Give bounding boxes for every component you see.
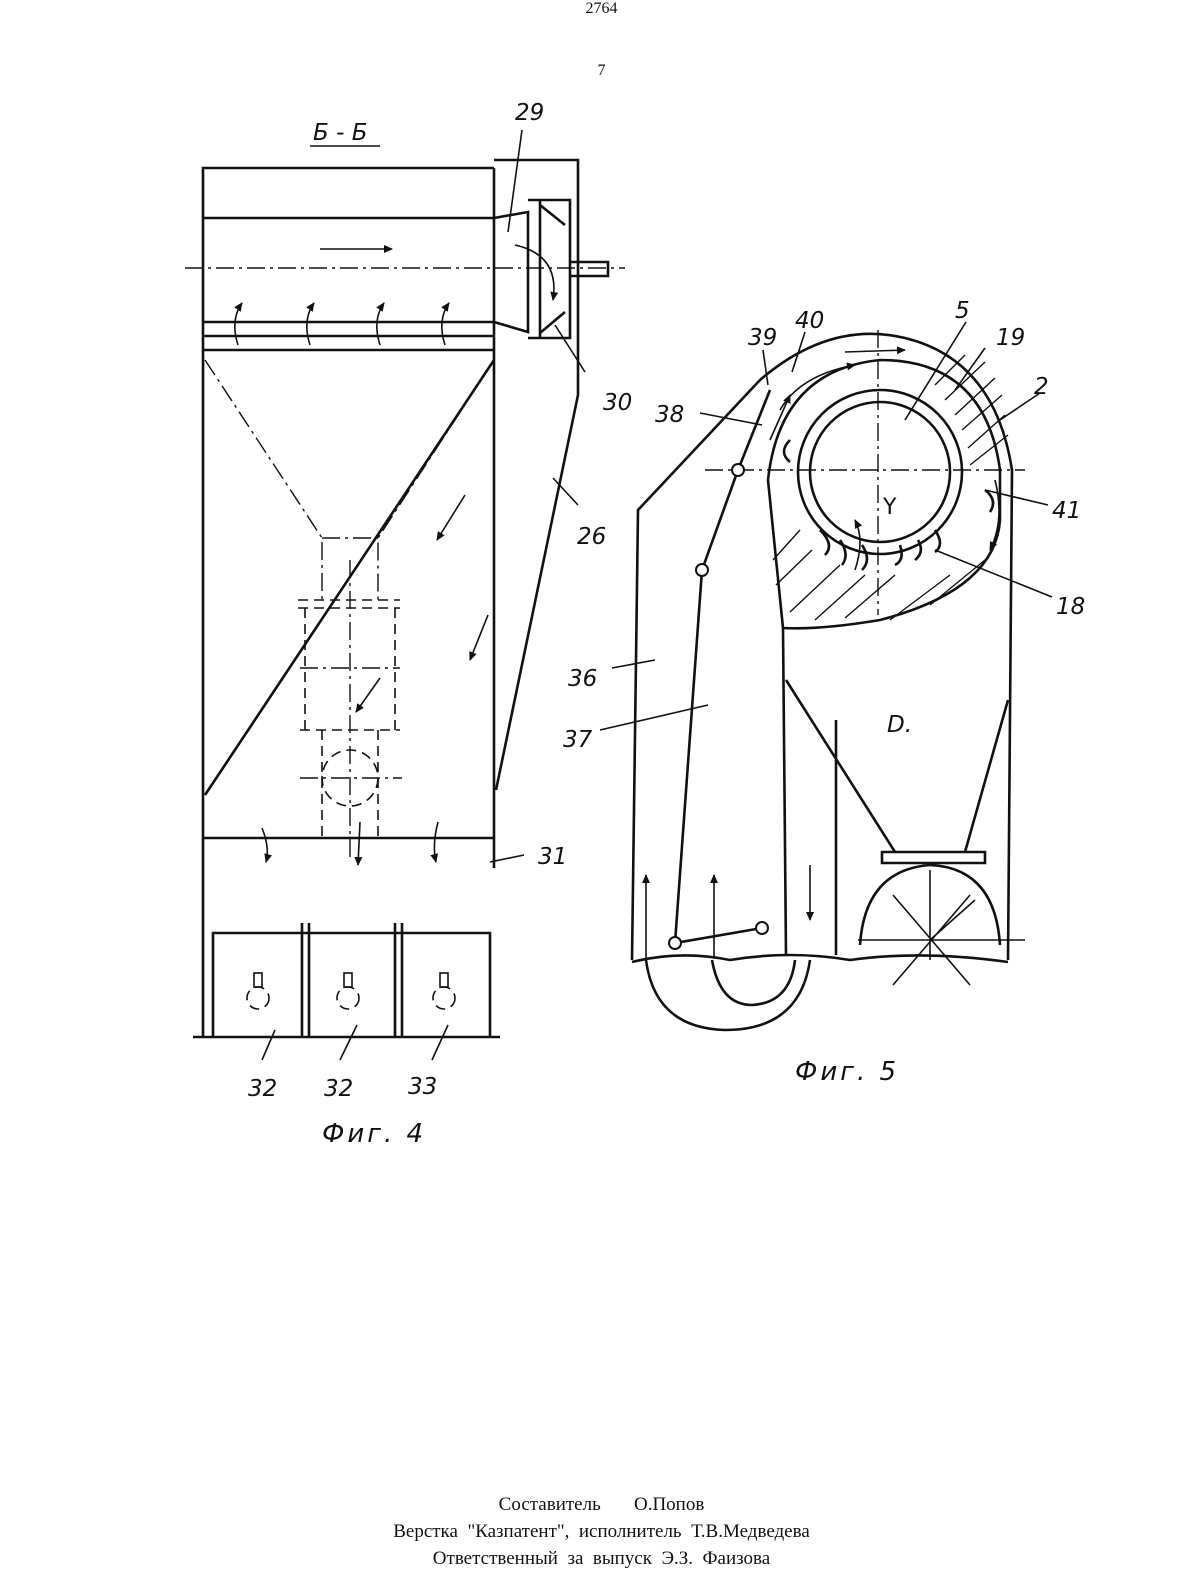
fig4-label-32b: 32	[324, 1076, 353, 1102]
fig4-label-32a: 32	[248, 1076, 277, 1102]
fig5-channel-wall	[783, 628, 786, 955]
fig5-label-5: 5	[955, 298, 970, 324]
fig4-caption: Фиг. 4	[322, 1119, 426, 1149]
fig5-label-37: 37	[563, 727, 593, 753]
fig5-label-18: 18	[1056, 594, 1085, 620]
fig5-return-loop-inner	[712, 960, 795, 1005]
figure-4: Б - Б 29 30 26 31 32 32 33 Фиг. 4	[185, 100, 632, 1149]
fig5-flow-arrows	[770, 350, 999, 570]
fig5-label-40: 40	[795, 308, 824, 334]
fig4-label-30: 30	[603, 390, 632, 416]
fig4-fan-housing	[494, 200, 608, 338]
fig5-drum-outer	[798, 390, 962, 554]
fig5-label-36: 36	[568, 666, 597, 692]
footer-responsible: Ответственный за выпуск Э.З. Фаизова	[0, 1545, 1203, 1572]
fig4-label-29: 29	[515, 100, 544, 126]
footer-layout: Верстка "Казпатент", исполнитель Т.В.Мед…	[0, 1518, 1203, 1545]
fig5-mark-d: D.	[887, 712, 912, 738]
fig5-label-19: 19	[996, 325, 1025, 351]
fig4-bins	[193, 923, 500, 1037]
fig5-label-38: 38	[655, 402, 684, 428]
fig5-flap-linkage	[669, 390, 770, 949]
fig5-ground-line	[632, 955, 1008, 962]
fig5-leaders	[600, 322, 1052, 730]
fig4-label-31: 31	[538, 844, 567, 870]
fig4-flow-arrows	[235, 249, 488, 865]
fig5-outer-housing	[632, 334, 1012, 960]
fig4-section-label: Б - Б	[313, 120, 367, 146]
fig4-bin-lock-icons	[247, 973, 455, 1009]
fig4-centerlines	[185, 268, 625, 860]
fig4-outer-body	[203, 160, 578, 1037]
fig5-label-39: 39	[748, 325, 777, 351]
fig5-label-2: 2	[1034, 374, 1049, 400]
fig4-label-33: 33	[408, 1074, 437, 1100]
fig5-caption: Фиг. 5	[795, 1057, 899, 1087]
fig5-label-41: 41	[1052, 498, 1081, 524]
figure-5: 5 40 39 19 2 38 41 18 36 37 Y D. Фиг. 5	[563, 298, 1085, 1087]
fig4-fan-flow	[515, 245, 554, 300]
footer-compiler: Составитель О.Попов	[0, 1491, 1203, 1518]
fig4-dashed-pipe	[298, 600, 400, 838]
fig5-mark-y: Y	[882, 495, 897, 520]
fig5-hatching	[773, 355, 1008, 620]
fig5-drum-inner	[810, 402, 950, 542]
fig4-label-26: 26	[577, 524, 606, 550]
fig5-rotary-feeder	[858, 865, 1025, 985]
